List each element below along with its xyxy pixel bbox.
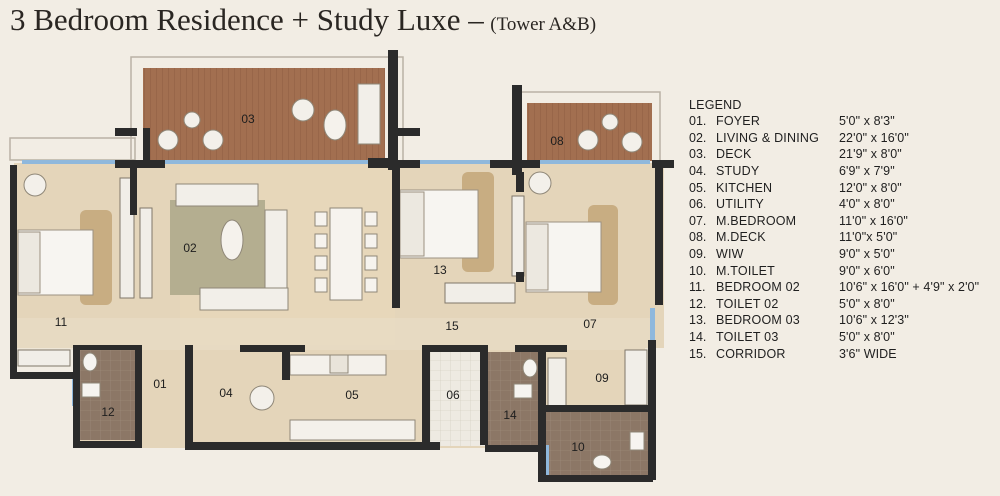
legend-item-dim: 4'0" x 8'0"	[839, 197, 895, 212]
legend: LEGEND 01. FOYER 5'0" x 8'3" 02. LIVING & DI…	[689, 98, 979, 362]
legend-item: 02. LIVING & DINING 22'0" x 16'0"	[689, 130, 979, 147]
legend-item-dim: 21'9" x 8'0"	[839, 147, 902, 162]
legend-item-num: 15.	[689, 346, 707, 361]
legend-item-num: 09.	[689, 247, 707, 262]
legend-item-name: BEDROOM 03	[716, 313, 800, 328]
legend-item-num: 03.	[689, 147, 707, 162]
legend-item-num: 11.	[689, 280, 706, 295]
legend-item-name: UTILITY	[716, 197, 764, 212]
walls	[10, 50, 674, 482]
legend-item-num: 07.	[689, 213, 707, 228]
legend-item-dim: 5'0" x 8'0"	[839, 330, 895, 345]
plan-title: 3 Bedroom Residence + Study Luxe –	[10, 2, 484, 37]
room-label-04: 04	[219, 386, 233, 400]
legend-item: 15. CORRIDOR 3'6" WIDE	[689, 345, 979, 362]
legend-item-dim: 3'6" WIDE	[839, 346, 897, 361]
legend-item-dim: 9'0" x 5'0"	[839, 247, 895, 262]
room-label-09: 09	[595, 371, 609, 385]
room-label-01: 01	[153, 377, 167, 391]
legend-item-name: LIVING & DINING	[716, 130, 820, 145]
legend-item-dim: 10'6" x 12'3"	[839, 313, 909, 328]
room-label-14: 14	[503, 408, 517, 422]
room-label-03: 03	[241, 112, 255, 126]
legend-item-num: 01.	[689, 114, 707, 129]
room-label-15: 15	[445, 319, 459, 333]
room-label-02: 02	[183, 241, 197, 255]
legend-item: 09. WIW 9'0" x 5'0"	[689, 246, 979, 263]
room-label-11: 11	[55, 315, 68, 329]
legend-item-name: FOYER	[716, 114, 761, 129]
legend-item: 05. KITCHEN 12'0" x 8'0"	[689, 179, 979, 196]
room-label-05: 05	[345, 388, 359, 402]
legend-item-num: 10.	[689, 263, 707, 278]
legend-item: 14. TOILET 03 5'0" x 8'0"	[689, 329, 979, 346]
legend-item-name: STUDY	[716, 164, 760, 179]
legend-item-num: 14.	[689, 330, 707, 345]
legend-item: 12. TOILET 02 5'0" x 8'0"	[689, 296, 979, 313]
legend-item-num: 02.	[689, 130, 707, 145]
legend-item-dim: 5'0" x 8'3"	[839, 114, 895, 129]
legend-item-num: 13.	[689, 313, 707, 328]
utility-06-floor	[430, 352, 485, 446]
deck-table-icon	[323, 109, 347, 141]
legend-item-name: DECK	[716, 147, 752, 162]
armchair-icon	[23, 98, 643, 411]
room-label-10: 10	[571, 440, 585, 454]
legend-item-dim: 11'0"x 5'0"	[839, 230, 898, 245]
legend-item-dim: 5'0" x 8'0"	[839, 296, 895, 311]
legend-list: 01. FOYER 5'0" x 8'3" 02. LIVING & DINING 22'…	[689, 113, 979, 362]
legend-item-dim: 11'0" x 16'0"	[839, 213, 908, 228]
legend-item-name: M.TOILET	[716, 263, 776, 278]
room-label-07: 07	[583, 317, 597, 331]
legend-item: 11. BEDROOM 02 10'6" x 16'0" + 4'9" x 2'0"	[689, 279, 979, 296]
legend-item: 01. FOYER 5'0" x 8'3"	[689, 113, 979, 130]
legend-item-name: M.DECK	[716, 230, 766, 245]
page-title: 3 Bedroom Residence + Study Luxe – (Towe…	[10, 2, 596, 38]
plan-subtitle: (Tower A&B)	[490, 14, 597, 35]
legend-item: 07. M.BEDROOM 11'0" x 16'0"	[689, 213, 979, 230]
room-label-13: 13	[433, 263, 447, 277]
deck-03	[143, 68, 385, 162]
room-label-12: 12	[101, 405, 115, 419]
coffee-table-icon	[220, 219, 244, 261]
legend-item-num: 08.	[689, 230, 707, 245]
room-label-06: 06	[446, 388, 460, 402]
legend-item-dim: 22'0" x 16'0"	[839, 130, 909, 145]
legend-item-name: BEDROOM 02	[716, 280, 800, 295]
dining-table-icon	[314, 207, 378, 301]
legend-item-num: 06.	[689, 197, 707, 212]
sofa-icon	[175, 83, 381, 311]
legend-item: 08. M.DECK 11'0"x 5'0"	[689, 229, 979, 246]
legend-item: 10. M.TOILET 9'0" x 6'0"	[689, 262, 979, 279]
legend-item-dim: 10'6" x 16'0" + 4'9" x 2'0"	[839, 280, 980, 295]
legend-item-num: 05.	[689, 180, 707, 195]
legend-item-name: KITCHEN	[716, 180, 773, 195]
legend-item-name: WIW	[716, 247, 744, 262]
legend-heading: LEGEND	[689, 98, 742, 112]
legend-item: 13. BEDROOM 03 10'6" x 12'3"	[689, 312, 979, 329]
legend-item-name: TOILET 02	[716, 296, 779, 311]
legend-item-dim: 12'0" x 8'0"	[839, 180, 902, 195]
legend-item-name: TOILET 03	[716, 330, 779, 345]
legend-item: 06. UTILITY 4'0" x 8'0"	[689, 196, 979, 213]
legend-item: 03. DECK 21'9" x 8'0"	[689, 146, 979, 163]
living-rug	[170, 200, 265, 295]
legend-item-name: M.BEDROOM	[716, 213, 797, 228]
legend-item-num: 04.	[689, 164, 707, 179]
legend-item-dim: 9'0" x 6'0"	[839, 263, 895, 278]
legend-item-num: 12.	[689, 296, 707, 311]
room-label-08: 08	[550, 134, 564, 148]
legend-item-name: CORRIDOR	[716, 346, 786, 361]
bed-icon	[17, 189, 602, 296]
toilet-fixture-icon	[81, 352, 645, 470]
legend-item: 04. STUDY 6'9" x 7'9"	[689, 163, 979, 180]
legend-item-dim: 6'9" x 7'9"	[839, 164, 895, 179]
wardrobe-icon	[17, 177, 648, 409]
